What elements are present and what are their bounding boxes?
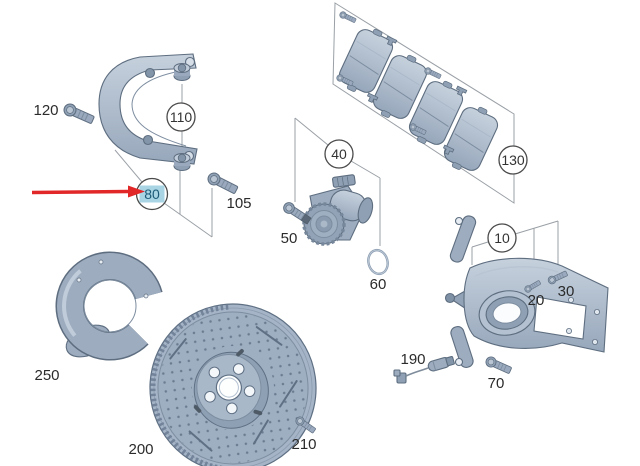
bolt-105-drawing [205,170,240,197]
callout-10-label: 10 [494,230,510,246]
callout-110-label: 110 [170,109,193,125]
nut-110-lower-drawing [173,153,191,171]
label-250[interactable]: 250 [34,367,59,384]
callout-80-label: 80 [144,186,160,202]
callout-130[interactable]: 130 [498,145,528,175]
connector-lines [114,2,559,279]
brake-caliper-drawing [444,215,609,368]
o-ring-60-drawing [367,248,389,276]
bolt-70-drawing [483,354,513,376]
label-210[interactable]: 210 [291,436,316,453]
brake-pads-drawing [334,10,503,178]
label-20[interactable]: 20 [528,292,545,309]
callout-80-highlight [139,185,165,203]
brake-pads-box [332,2,515,204]
wear-sensor-drawing [393,355,455,384]
callout-130-label: 130 [501,152,525,168]
nut-110-upper-drawing [173,63,191,81]
callout-10[interactable]: 10 [487,223,517,253]
splash-shield-drawing [55,251,163,361]
label-50[interactable]: 50 [281,230,298,247]
callout-40-label: 40 [331,146,347,162]
label-120[interactable]: 120 [33,102,58,119]
label-30[interactable]: 30 [558,283,575,300]
label-60[interactable]: 60 [370,276,387,293]
red-pointer-arrow [31,185,145,198]
label-200[interactable]: 200 [128,441,153,458]
bolt-50-drawing [281,200,312,226]
label-105[interactable]: 105 [226,195,251,212]
parking-brake-actuator-drawing [302,174,374,246]
callout-80[interactable]: 80 [135,177,169,211]
label-70[interactable]: 70 [488,375,505,392]
bolt-120-drawing [61,101,96,127]
callout-110[interactable]: 110 [166,102,196,132]
callout-40[interactable]: 40 [324,139,354,169]
brake-disc-drawing [149,303,317,466]
label-190[interactable]: 190 [400,351,425,368]
